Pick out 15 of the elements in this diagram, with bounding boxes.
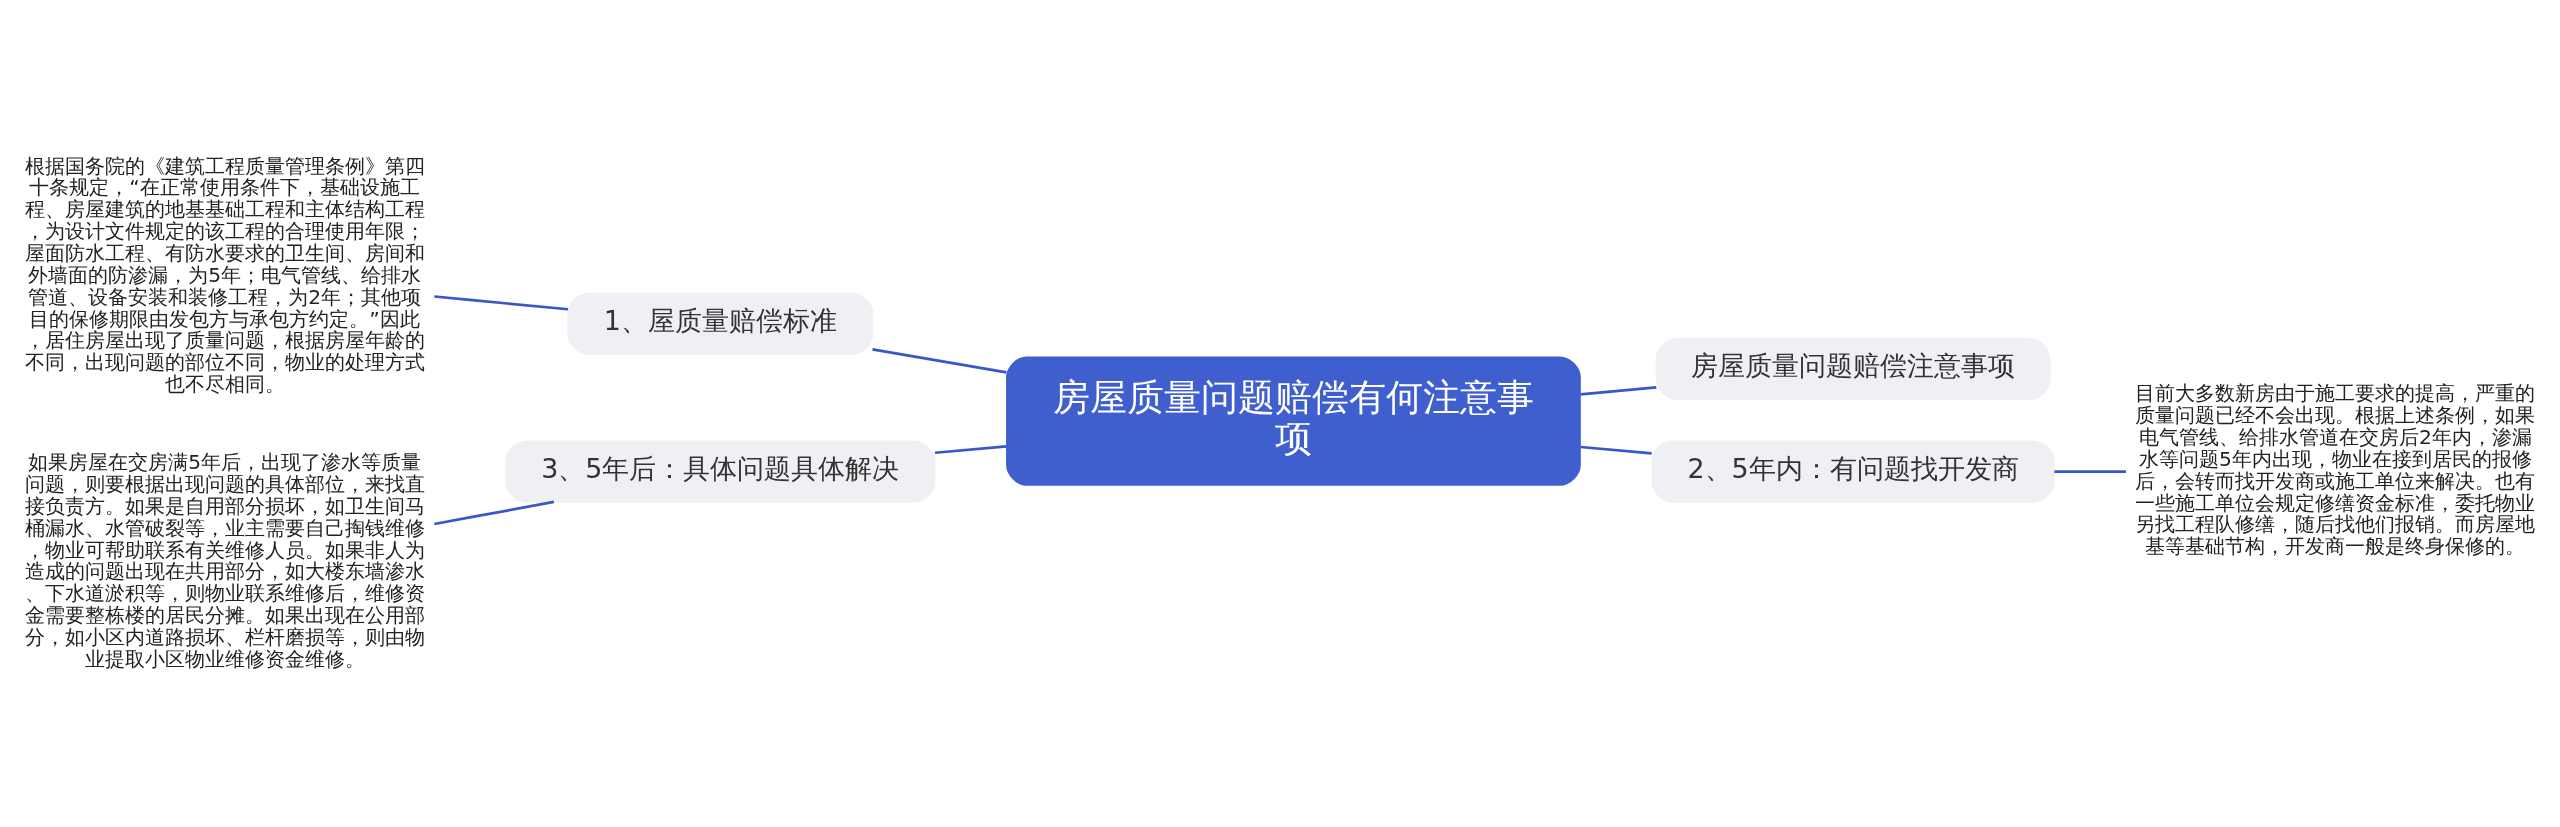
node-text: 根据国务院的《建筑工程质量管理条例》第四十条规定，“在正常使用条件下，基础设施工程、房屋建筑的地基基础工程和主体结构工程，为设计文件规定的该工程的合理使用年限；屋面防水工程、有防水要求的卫生间、房间和外墙面的防渗漏，为5年；电气管线、给排水管道、设备安装和装修工程，为2年；其他项目的保修期限由发包方与承包方约定。”因此，居住房屋出现了质量问题，根据房屋年龄的不同，出现问题的部位不同，物业的处理方式也不尽相同。 — [24, 153, 425, 396]
connector — [1580, 385, 1657, 396]
connector — [2054, 469, 2126, 473]
connector — [1580, 445, 1652, 455]
node-text: 如果房屋在交房满5年后，出现了渗水等质量问题，则要根据出现问题的具体部位，来找直接负责方。如果是自用部分损坏，如卫生间马桶漏水、水管破裂等，业主需要自己掏钱维修，物业可帮助联系有关维修人员。如果非人为造成的问题出现在共用部分，如大楼东墙渗水、下水道淤积等，则物业联系维修后，维修资金需要整栋楼的居民分摊。如果出现在公用部分，如小区内道路损坏、栏杆磨损等，则由物业提取小区物业维修资金维修。 — [24, 449, 425, 671]
node-box: 房屋质量问题赔偿注意事项 — [1655, 337, 2051, 400]
connector — [434, 500, 555, 525]
node-text: 目前大多数新房由于施工要求的提高，严重的质量问题已经不会出现。根据上述条例，如果电气管线、给排水管道在交房后2年内，渗漏水等问题5年内出现，物业在接到居民的报修后，会转而找开发商或施工单位来解决。也有一些施工单位会规定修缮资金标准，委托物业另找工程队修缮，随后找他们报销。而房屋地基等基础节构，开发商一般是终身保修的。 — [2135, 380, 2536, 558]
node-box: 2、5年内：有问题找开发商 — [1651, 439, 2055, 503]
node-box: 房屋质量问题赔偿有何注意事项 — [1006, 355, 1581, 486]
connector — [872, 347, 1007, 374]
node-box: 1、屋质量赔偿标准 — [567, 292, 874, 355]
connector — [934, 444, 1007, 454]
node-box: 3、5年后：具体问题具体解决 — [505, 439, 936, 503]
connector — [434, 294, 569, 311]
